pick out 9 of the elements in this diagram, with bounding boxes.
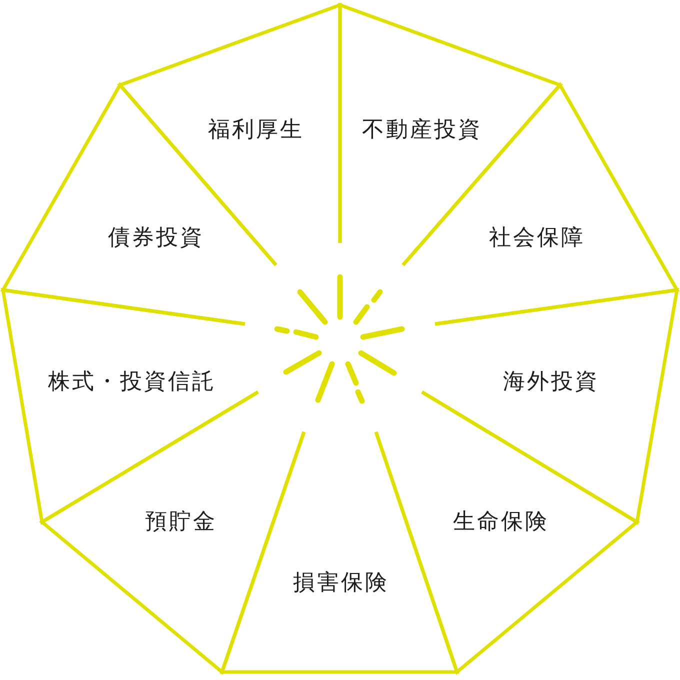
segment-label: 福利厚生	[208, 117, 304, 143]
segment-label: 預貯金	[145, 509, 217, 535]
segment-label: 不動産投資	[362, 117, 482, 143]
segment-label: 生命保険	[453, 509, 549, 535]
segment-label: 海外投資	[503, 369, 599, 395]
segment-label: 社会保障	[489, 225, 585, 251]
segment-label: 債券投資	[108, 225, 204, 251]
segment-label: 損害保険	[293, 570, 389, 596]
segment-label: 株式・投資信託	[48, 369, 216, 395]
